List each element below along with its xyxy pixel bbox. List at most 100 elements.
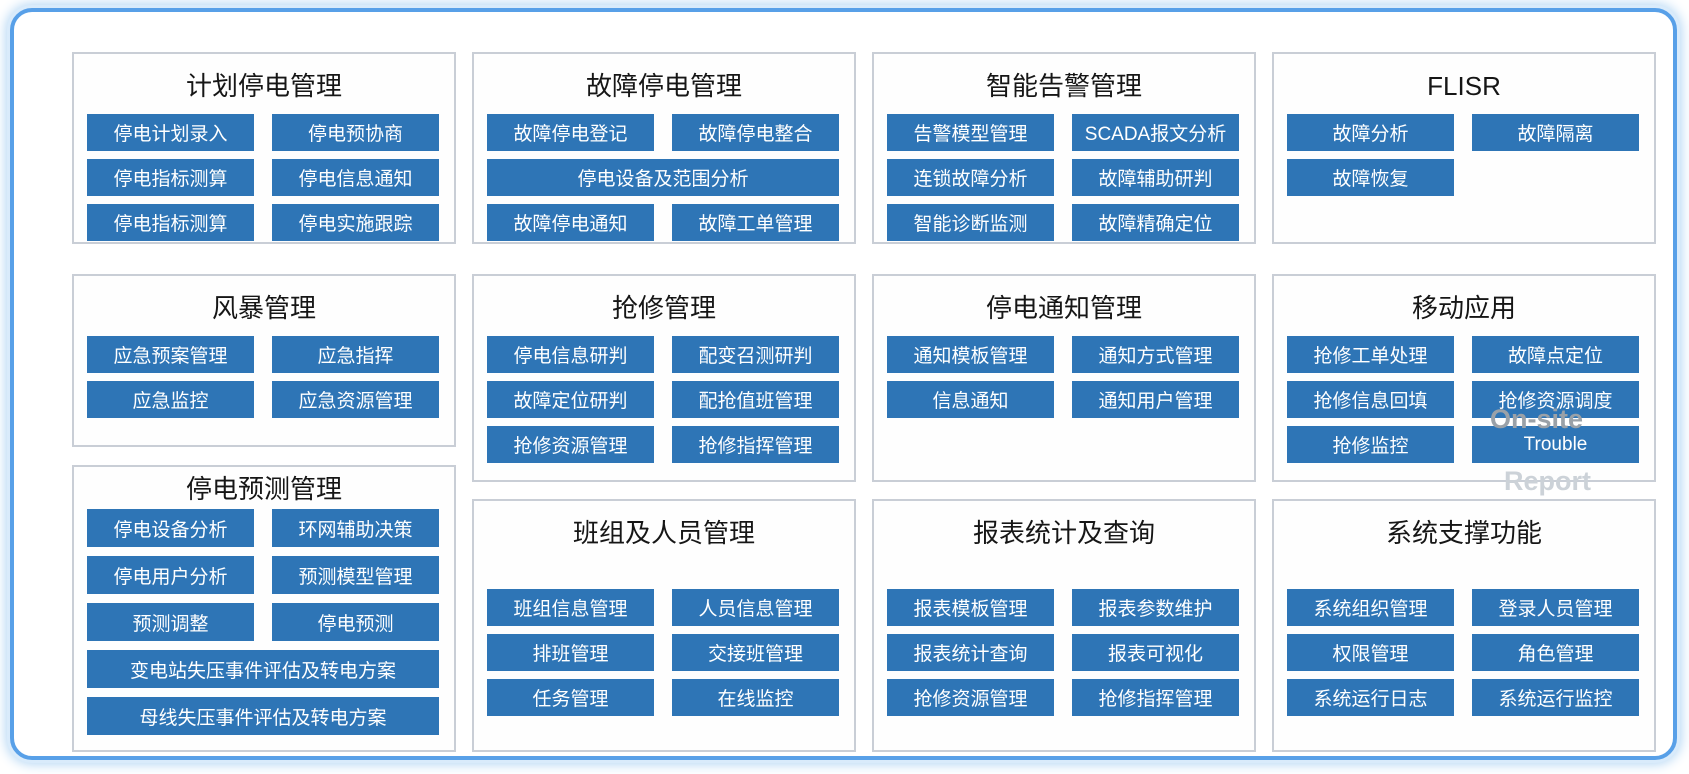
module-button[interactable]: 停电设备及范围分析 xyxy=(487,159,839,196)
module-button[interactable]: 配变召测研判 xyxy=(672,336,839,373)
panel-title: 抢修管理 xyxy=(611,293,716,323)
module-button[interactable]: 故障分析 xyxy=(1287,114,1454,151)
module-button[interactable]: 故障停电整合 xyxy=(672,114,839,151)
module-button[interactable]: 权限管理 xyxy=(1287,634,1454,671)
module-button[interactable]: 通知方式管理 xyxy=(1072,336,1239,373)
module-button[interactable]: 母线失压事件评估及转电方案 xyxy=(87,697,439,735)
panel-buttons: 停电信息研判配变召测研判故障定位研判配抢值班管理抢修资源管理抢修指挥管理 xyxy=(474,336,854,463)
panel-title: FLISR xyxy=(1427,71,1501,101)
module-button[interactable]: 应急指挥 xyxy=(272,336,439,373)
panel-title: 系统支撑功能 xyxy=(1385,518,1542,548)
module-button[interactable]: 停电预协商 xyxy=(272,114,439,151)
panel-title: 移动应用 xyxy=(1411,293,1516,323)
module-button[interactable]: 排班管理 xyxy=(487,634,654,671)
module-button[interactable]: 在线监控 xyxy=(672,679,839,716)
module-button[interactable]: 抢修工单处理 xyxy=(1287,336,1454,373)
panel-title: 报表统计及查询 xyxy=(972,518,1155,548)
module-button[interactable]: 抢修信息回填 xyxy=(1287,381,1454,418)
module-button[interactable]: 故障工单管理 xyxy=(672,204,839,241)
panel-system-support: 系统支撑功能系统组织管理登录人员管理权限管理角色管理系统运行日志系统运行监控 xyxy=(1272,499,1656,752)
module-button[interactable]: 报表模板管理 xyxy=(887,589,1054,626)
module-button[interactable]: 智能诊断监测 xyxy=(887,204,1054,241)
module-button[interactable]: 应急监控 xyxy=(87,381,254,418)
panel-buttons: 应急预案管理应急指挥应急监控应急资源管理 xyxy=(74,336,454,418)
module-button[interactable]: 抢修资源调度 xyxy=(1472,381,1639,418)
module-button[interactable]: 故障停电通知 xyxy=(487,204,654,241)
panel-team-personnel-mgmt: 班组及人员管理班组信息管理人员信息管理排班管理交接班管理任务管理在线监控 xyxy=(472,499,856,752)
module-button[interactable]: 故障隔离 xyxy=(1472,114,1639,151)
module-button[interactable]: 抢修资源管理 xyxy=(487,426,654,463)
module-button[interactable]: 停电设备分析 xyxy=(87,509,254,547)
module-button[interactable]: 变电站失压事件评估及转电方案 xyxy=(87,650,439,688)
module-button[interactable]: 系统运行监控 xyxy=(1472,679,1639,716)
module-button[interactable]: 报表统计查询 xyxy=(887,634,1054,671)
module-button[interactable]: 登录人员管理 xyxy=(1472,589,1639,626)
module-button[interactable]: 抢修指挥管理 xyxy=(672,426,839,463)
module-button[interactable]: 停电实施跟踪 xyxy=(272,204,439,241)
module-button[interactable]: 连锁故障分析 xyxy=(887,159,1054,196)
panel-buttons: 抢修工单处理故障点定位抢修信息回填抢修资源调度抢修监控 Trouble xyxy=(1274,336,1654,463)
panel-title: 停电预测管理 xyxy=(185,474,342,504)
module-button[interactable]: 报表可视化 xyxy=(1072,634,1239,671)
module-button[interactable]: 停电信息研判 xyxy=(487,336,654,373)
module-button[interactable]: 停电用户分析 xyxy=(87,556,254,594)
panel-mobile-app: 移动应用抢修工单处理故障点定位抢修信息回填抢修资源调度抢修监控 Trouble xyxy=(1272,274,1656,482)
module-button[interactable]: 故障点定位 xyxy=(1472,336,1639,373)
module-button[interactable]: 告警模型管理 xyxy=(887,114,1054,151)
module-button[interactable]: Trouble xyxy=(1472,426,1639,463)
module-button[interactable]: SCADA报文分析 xyxy=(1072,114,1239,151)
module-button[interactable]: 通知用户管理 xyxy=(1072,381,1239,418)
module-button[interactable]: 抢修监控 xyxy=(1287,426,1454,463)
panel-outage-notice-mgmt: 停电通知管理通知模板管理通知方式管理信息通知通知用户管理 xyxy=(872,274,1256,482)
panel-planned-outage-mgmt: 计划停电管理停电计划录入停电预协商停电指标测算停电信息通知停电指标测算停电实施跟… xyxy=(72,52,456,244)
panel-flisr: FLISR 故障分析故障隔离故障恢复 xyxy=(1272,52,1656,244)
module-button[interactable]: 预测模型管理 xyxy=(272,556,439,594)
module-button[interactable]: 故障辅助研判 xyxy=(1072,159,1239,196)
module-button[interactable]: 角色管理 xyxy=(1472,634,1639,671)
module-button[interactable]: 通知模板管理 xyxy=(887,336,1054,373)
module-button[interactable]: 报表参数维护 xyxy=(1072,589,1239,626)
panel-title: 班组及人员管理 xyxy=(572,518,755,548)
panel-buttons: 故障分析故障隔离故障恢复 xyxy=(1274,114,1654,196)
panel-buttons: 停电设备分析环网辅助决策停电用户分析预测模型管理预测调整停电预测变电站失压事件评… xyxy=(74,509,454,735)
module-button[interactable]: 停电指标测算 xyxy=(87,204,254,241)
module-button[interactable]: 信息通知 xyxy=(887,381,1054,418)
panel-fault-outage-mgmt: 故障停电管理故障停电登记故障停电整合停电设备及范围分析故障停电通知故障工单管理 xyxy=(472,52,856,244)
module-button[interactable]: 交接班管理 xyxy=(672,634,839,671)
module-button[interactable]: 人员信息管理 xyxy=(672,589,839,626)
panel-storm-mgmt: 风暴管理应急预案管理应急指挥应急监控应急资源管理 xyxy=(72,274,456,447)
module-button[interactable]: 应急预案管理 xyxy=(87,336,254,373)
module-button[interactable]: 故障精确定位 xyxy=(1072,204,1239,241)
panel-report-stats-query: 报表统计及查询报表模板管理报表参数维护报表统计查询报表可视化抢修资源管理抢修指挥… xyxy=(872,499,1256,752)
panel-buttons: 通知模板管理通知方式管理信息通知通知用户管理 xyxy=(874,336,1254,418)
module-button[interactable]: 配抢值班管理 xyxy=(672,381,839,418)
module-button[interactable]: 系统组织管理 xyxy=(1287,589,1454,626)
module-button[interactable]: 系统运行日志 xyxy=(1287,679,1454,716)
module-button[interactable]: 故障停电登记 xyxy=(487,114,654,151)
panel-buttons: 班组信息管理人员信息管理排班管理交接班管理任务管理在线监控 xyxy=(474,589,854,716)
module-button[interactable]: 应急资源管理 xyxy=(272,381,439,418)
outer-frame: 计划停电管理停电计划录入停电预协商停电指标测算停电信息通知停电指标测算停电实施跟… xyxy=(10,8,1677,760)
panel-smart-alarm-mgmt: 智能告警管理告警模型管理 SCADA报文分析连锁故障分析故障辅助研判智能诊断监测故… xyxy=(872,52,1256,244)
panel-buttons: 系统组织管理登录人员管理权限管理角色管理系统运行日志系统运行监控 xyxy=(1274,589,1654,716)
module-button[interactable]: 停电预测 xyxy=(272,603,439,641)
module-button[interactable]: 故障恢复 xyxy=(1287,159,1454,196)
module-button[interactable]: 抢修资源管理 xyxy=(887,679,1054,716)
panel-outage-forecast-mgmt: 停电预测管理停电设备分析环网辅助决策停电用户分析预测模型管理预测调整停电预测变电… xyxy=(72,465,456,752)
module-button[interactable]: 预测调整 xyxy=(87,603,254,641)
module-button[interactable]: 班组信息管理 xyxy=(487,589,654,626)
module-button[interactable]: 任务管理 xyxy=(487,679,654,716)
module-button[interactable]: 环网辅助决策 xyxy=(272,509,439,547)
module-button[interactable]: 停电计划录入 xyxy=(87,114,254,151)
panel-title: 故障停电管理 xyxy=(585,71,742,101)
panel-buttons: 停电计划录入停电预协商停电指标测算停电信息通知停电指标测算停电实施跟踪 xyxy=(74,114,454,241)
panel-buttons: 告警模型管理 SCADA报文分析连锁故障分析故障辅助研判智能诊断监测故障精确定位 xyxy=(874,114,1254,241)
panel-title: 智能告警管理 xyxy=(985,71,1142,101)
module-button[interactable]: 抢修指挥管理 xyxy=(1072,679,1239,716)
module-button[interactable]: 停电信息通知 xyxy=(272,159,439,196)
panel-buttons: 故障停电登记故障停电整合停电设备及范围分析故障停电通知故障工单管理 xyxy=(474,114,854,241)
panel-repair-mgmt: 抢修管理停电信息研判配变召测研判故障定位研判配抢值班管理抢修资源管理抢修指挥管理 xyxy=(472,274,856,482)
panel-title: 计划停电管理 xyxy=(185,71,342,101)
module-button[interactable]: 停电指标测算 xyxy=(87,159,254,196)
module-button[interactable]: 故障定位研判 xyxy=(487,381,654,418)
